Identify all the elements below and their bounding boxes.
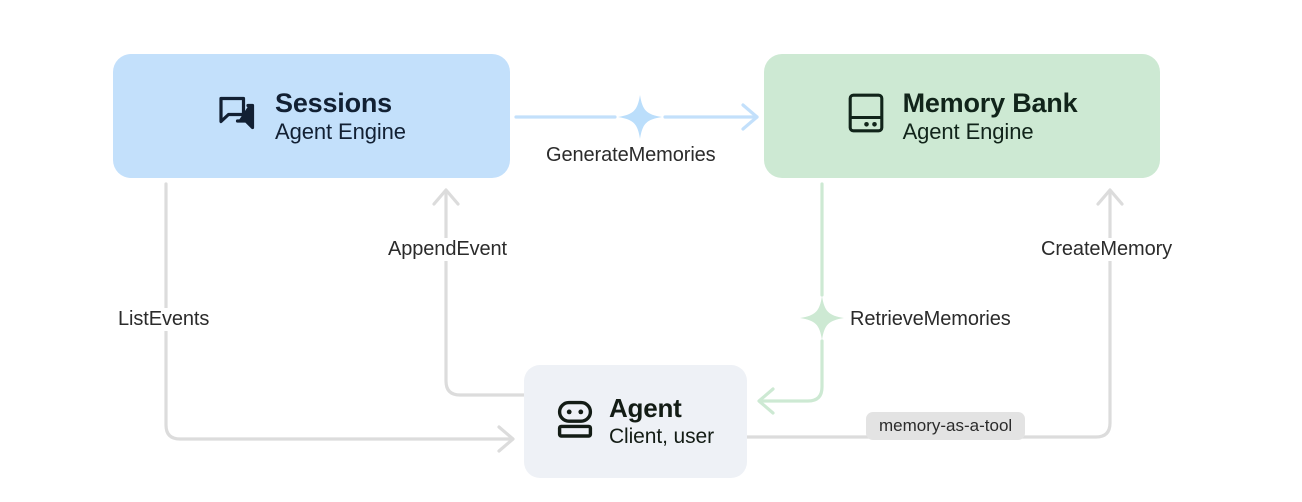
edge-label-append-event: AppendEvent	[383, 238, 512, 261]
edge-label-create-memory: CreateMemory	[1036, 238, 1178, 261]
edge-list-events	[164, 182, 515, 453]
node-sessions[interactable]: Sessions Agent Engine	[113, 54, 510, 178]
node-agent[interactable]: Agent Client, user	[524, 365, 747, 478]
sparkle-icon	[800, 296, 844, 340]
node-memory-bank[interactable]: Memory Bank Agent Engine	[764, 54, 1160, 178]
edge-append-event	[432, 188, 526, 397]
badge-memory-as-a-tool: memory-as-a-tool	[866, 412, 1026, 440]
edge-label-generate-memories: GenerateMemories	[541, 144, 721, 167]
storage-bank-icon	[847, 92, 885, 139]
edge-label-retrieve-memories: RetrieveMemories	[845, 308, 1016, 331]
node-memory-bank-subtitle: Agent Engine	[902, 118, 1034, 144]
node-memory-bank-title: Memory Bank	[902, 87, 1078, 118]
edge-create-memory	[745, 188, 1124, 439]
edge-retrieve-memories	[757, 182, 844, 415]
edge-label-list-events: ListEvents	[113, 308, 215, 331]
robot-icon	[557, 400, 593, 443]
sparkle-icon	[618, 95, 662, 139]
node-agent-title: Agent	[608, 393, 682, 424]
node-sessions-title: Sessions	[275, 87, 392, 118]
edge-generate-memories	[514, 95, 759, 139]
chat-bubbles-icon	[217, 93, 257, 138]
node-sessions-subtitle: Agent Engine	[275, 118, 406, 144]
node-agent-subtitle: Client, user	[608, 425, 714, 449]
